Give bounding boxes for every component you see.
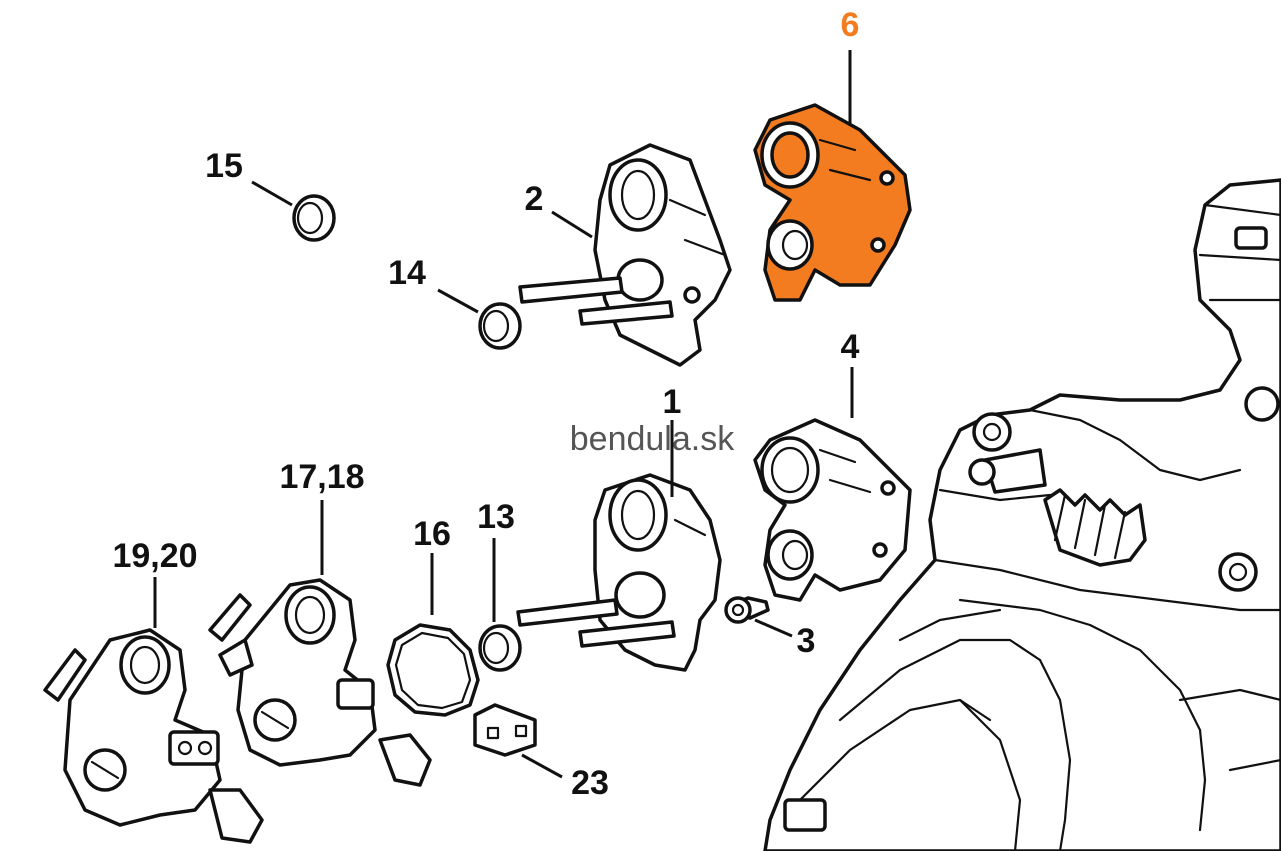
label-part-3: 3 <box>797 622 816 660</box>
label-part-13: 13 <box>477 498 515 536</box>
part-16-gasket <box>386 623 480 717</box>
watermark-text: bendula.sk <box>570 420 735 458</box>
part-6-highlighted-manifold <box>753 103 912 302</box>
part-labels: 6 15 2 14 4 1 17,18 13 16 19,20 3 23 <box>112 6 859 802</box>
label-part-14: 14 <box>388 254 426 292</box>
part-14-ring <box>478 302 522 350</box>
label-part-23: 23 <box>571 764 609 802</box>
part-2-manifold <box>518 143 732 367</box>
label-part-17-18: 17,18 <box>279 458 364 496</box>
label-part-2: 2 <box>525 180 544 218</box>
label-part-15: 15 <box>205 147 243 185</box>
part-1-manifold <box>516 473 722 672</box>
part-3-screw <box>724 596 770 624</box>
leader-lines <box>153 50 854 779</box>
label-part-4: 4 <box>841 328 860 366</box>
part-19-20-carburetor <box>43 628 264 844</box>
part-23-bracket <box>473 703 537 757</box>
label-part-16: 16 <box>413 515 451 553</box>
spring <box>1043 488 1147 567</box>
label-part-19-20: 19,20 <box>112 537 197 575</box>
label-part-6: 6 <box>841 6 860 44</box>
part-4-manifold <box>753 418 912 602</box>
part-13-ring <box>478 624 522 672</box>
part-17-18-carburetor <box>208 578 432 787</box>
engine-housing <box>763 178 1281 851</box>
part-15-ring <box>292 194 336 242</box>
label-part-1: 1 <box>663 383 682 421</box>
